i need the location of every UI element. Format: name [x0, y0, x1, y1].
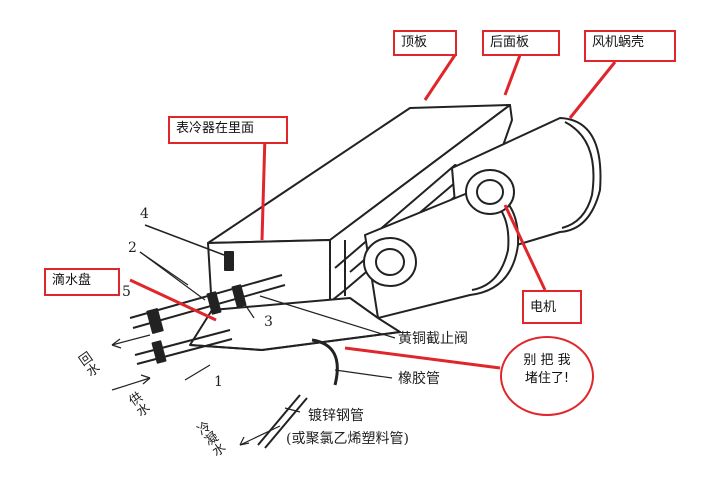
motor-shape: [465, 169, 515, 215]
bubble-line-1: 别 把 我: [523, 353, 571, 368]
label-brass-valve: 黄铜截止阀: [398, 331, 468, 347]
fan-outlet-left: [363, 237, 417, 287]
label-motor: 电机: [522, 290, 582, 324]
part-number-3: 3: [264, 314, 273, 330]
label-pvc-pipe: (或聚氯乙烯塑料管): [286, 431, 409, 447]
label-back-plate: 后面板: [482, 30, 560, 56]
label-cooler-inside: 表冷器在里面: [168, 116, 288, 144]
part-number-2: 2: [128, 240, 137, 256]
bubble-line-2: 堵住了!: [524, 370, 570, 386]
unit-front-face: [207, 239, 331, 311]
part-number-4: 4: [140, 206, 149, 222]
label-rubber-pipe: 橡胶管: [398, 371, 440, 387]
callout-leaders: [129, 54, 617, 370]
part-number-5: 5: [122, 284, 131, 300]
label-top-plate: 顶板: [393, 30, 457, 56]
label-fan-volute: 风机蜗壳: [584, 30, 676, 62]
label-drip-pan: 滴水盘: [44, 268, 120, 296]
speech-bubble: 别 把 我 堵住了!: [500, 336, 594, 416]
label-galv-pipe: 镀锌钢管: [308, 408, 364, 424]
part-number-1: 1: [214, 374, 223, 390]
